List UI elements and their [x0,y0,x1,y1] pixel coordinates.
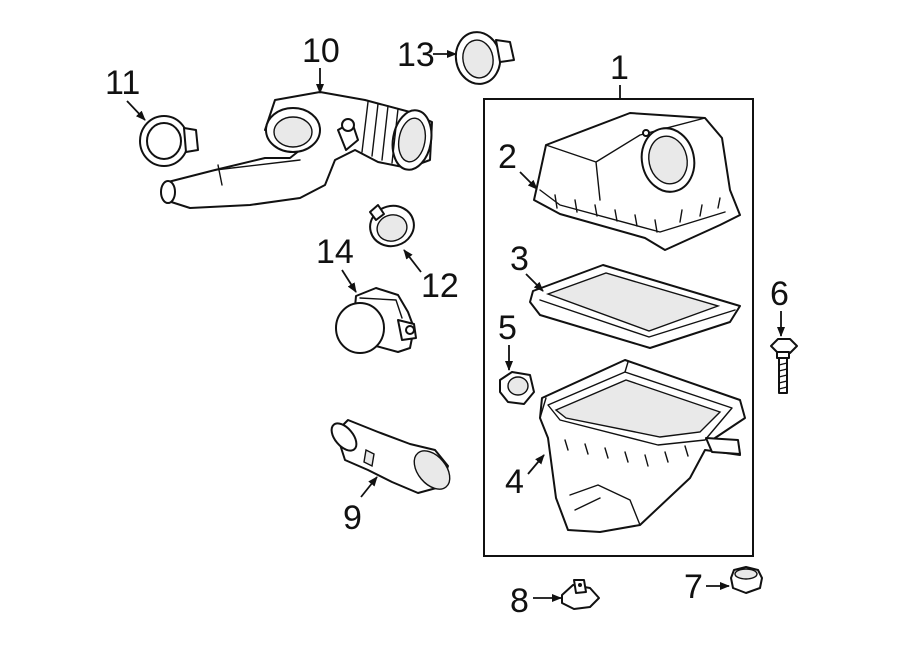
callout-13: 13 [397,36,457,74]
callout-11: 11 [105,64,146,121]
air-filter-element-part[interactable] [529,264,741,349]
callout-13-label: 13 [397,36,435,74]
callout-9-label: 9 [343,499,362,537]
callout-12: 12 [403,249,459,305]
callout-4: 4 [505,454,545,501]
air-inlet-duct-part[interactable] [160,91,436,209]
clip-nut-part[interactable] [561,579,600,610]
callout-3: 3 [510,240,544,292]
callout-2-label: 2 [498,138,517,176]
callout-8-label: 8 [510,582,529,620]
callout-6-label: 6 [770,275,789,313]
callout-8: 8 [510,582,562,620]
leader-arrow [360,476,378,498]
clamp-part-12[interactable] [366,201,419,251]
callout-11-label: 11 [105,64,140,102]
callout-3-label: 3 [510,240,529,278]
callout-2: 2 [498,138,538,190]
callout-4-label: 4 [505,463,524,501]
callout-14: 14 [316,233,357,293]
callout-5-label: 5 [498,309,517,347]
leader-arrow [527,454,545,475]
leader-arrow [519,171,538,190]
bushing-part[interactable] [730,566,763,594]
callout-1-label: 1 [610,49,629,87]
leader-arrow [341,269,357,293]
callout-10-label: 10 [302,32,340,70]
grommet-part[interactable] [499,371,535,405]
callout-7: 7 [684,568,730,606]
callout-14-label: 14 [316,233,354,271]
bolt-part[interactable] [770,338,798,394]
callout-6: 6 [770,275,789,337]
air-cleaner-housing-part[interactable] [539,359,746,533]
clamp-part-13[interactable] [452,29,515,88]
assembly-box [483,85,754,557]
leader-arrow [403,249,422,273]
air-cleaner-cover-part[interactable] [533,112,741,251]
callout-1: 1 [610,49,629,87]
callout-9: 9 [343,476,378,537]
leader-arrow [126,100,146,121]
leader-arrow [525,273,544,292]
callout-7-label: 7 [684,568,703,606]
hose-clamp-part[interactable] [139,115,199,167]
mass-air-flow-sensor-part[interactable] [335,287,417,354]
callout-5: 5 [498,309,517,371]
callout-12-label: 12 [421,267,459,305]
elbow-duct-part[interactable] [327,419,457,496]
callout-10: 10 [302,32,340,94]
